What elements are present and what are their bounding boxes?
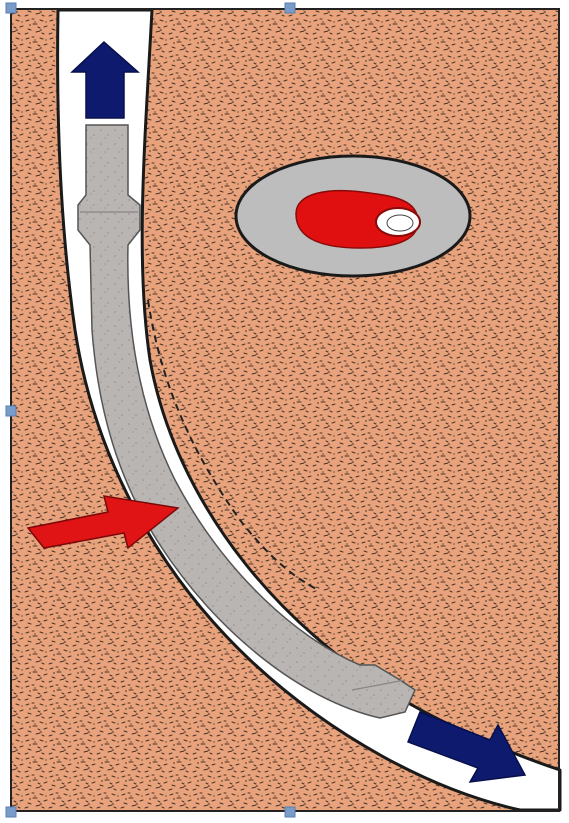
selection-handle-top-center[interactable] xyxy=(285,3,295,13)
selection-handle-top-left[interactable] xyxy=(6,3,16,13)
selection-handle-bottom-left[interactable] xyxy=(6,807,16,817)
cross-section-bore xyxy=(387,215,413,231)
selection-handle-middle-left[interactable] xyxy=(6,406,16,416)
cross-section-inset xyxy=(236,156,470,276)
selection-handle-bottom-center[interactable] xyxy=(285,807,295,817)
